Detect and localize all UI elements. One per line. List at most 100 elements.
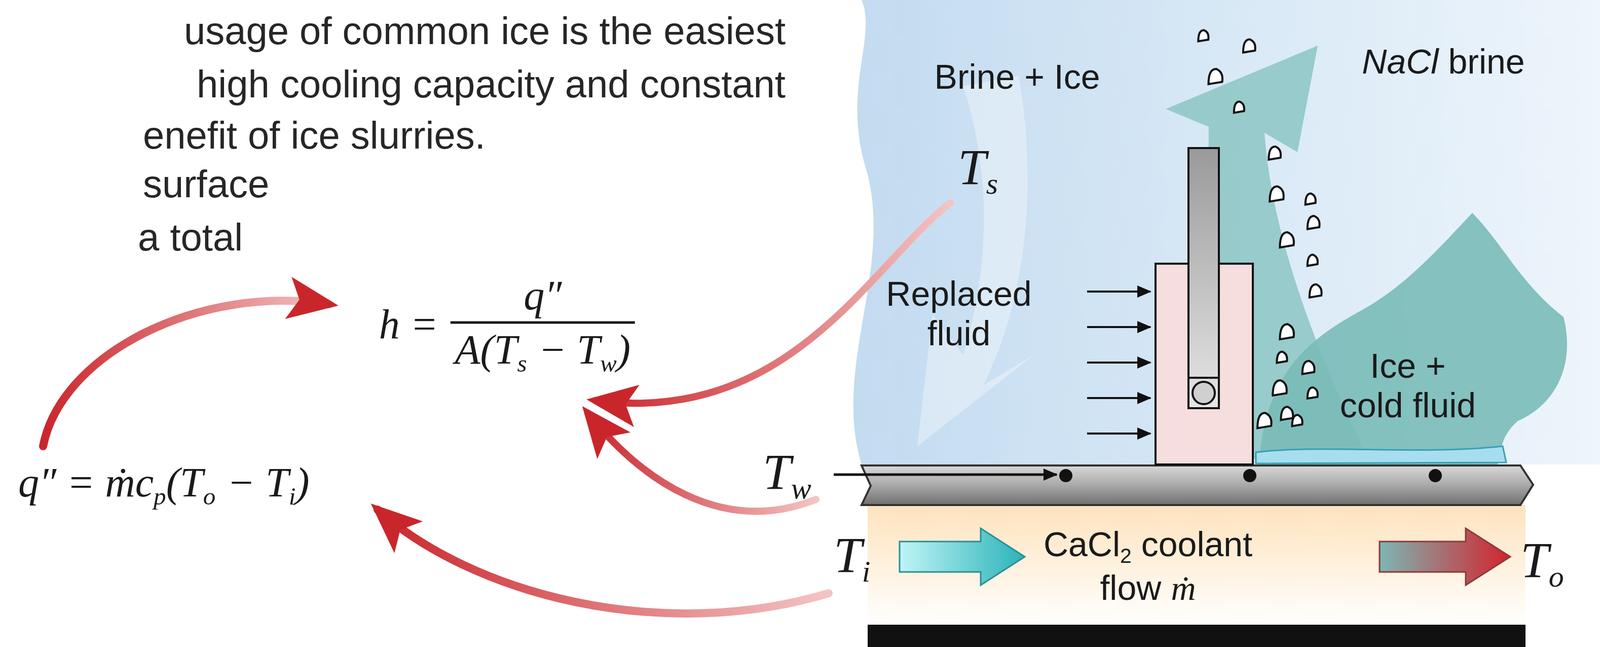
svg-line	[1087, 361, 1151, 364]
ice-particle	[1279, 232, 1294, 248]
label-text: Ice + cold fluid	[1340, 346, 1476, 425]
channel-bottom-wall	[867, 624, 1526, 647]
text-group: usage of common ice is the easiest	[183, 8, 786, 53]
ice-particle	[1276, 351, 1287, 363]
subscript: s	[516, 348, 527, 377]
subscript: 2	[1120, 543, 1132, 568]
ice-particle	[1309, 284, 1322, 298]
ice-particle	[1307, 387, 1318, 399]
subscript: o	[1548, 560, 1565, 594]
text-line: usage of common ice is the easiest	[183, 8, 786, 53]
text-group: CaCl2coolantflowṁ	[1043, 524, 1253, 608]
label-text: coolant	[1141, 524, 1253, 564]
text-line: Ti	[833, 525, 871, 589]
text-line: A(Ts− Tw)	[450, 321, 635, 378]
label-text: )	[295, 459, 310, 506]
label-text: − T	[227, 459, 289, 506]
pusher-rod	[1188, 147, 1219, 408]
thermocouple-dot	[1059, 468, 1073, 482]
ice-particle	[1198, 29, 1209, 42]
water-film	[1255, 445, 1507, 464]
text-line: Brine + Ice	[934, 56, 1101, 97]
text-line: Replaced fluid	[877, 273, 1040, 353]
svg-line	[1087, 290, 1151, 293]
label-text: brine	[1447, 42, 1525, 81]
fraction: q″A(Ts− Tw)	[450, 271, 635, 378]
svg-g	[43, 202, 951, 614]
ice-particle	[1307, 254, 1318, 266]
subscript: w	[600, 348, 617, 377]
text-line: q″	[519, 271, 567, 322]
ice-particle	[1272, 380, 1287, 396]
ice-particle	[1268, 146, 1281, 160]
label-text: Replaced fluid	[885, 274, 1032, 353]
plate	[861, 465, 1534, 505]
ice-particle	[1302, 360, 1315, 375]
ice-particle	[1208, 68, 1223, 85]
brine-region	[853, 0, 1600, 465]
label-text: usage of common ice is the easiest	[183, 9, 786, 53]
subscript: s	[986, 167, 998, 201]
text-group: q″ = ṁcp(To− Ti)	[18, 458, 310, 511]
leader-arrow	[43, 300, 330, 446]
text-group: a total	[137, 214, 243, 259]
label-text: T	[833, 526, 863, 583]
ice-particle	[1257, 412, 1272, 428]
text-line: Ice + cold fluid	[1336, 345, 1479, 425]
label-text: (T	[166, 459, 204, 506]
text-group: NaClbrine	[1361, 41, 1525, 82]
leader-arrow	[377, 509, 829, 614]
label-text: T	[957, 138, 987, 196]
force-arrows	[1087, 291, 1151, 434]
label-text: )	[616, 326, 631, 373]
ice-particle	[1292, 414, 1303, 426]
label-text: − T	[538, 326, 600, 373]
ice-particle	[1269, 185, 1284, 202]
text-line: CaCl2 coolant	[1043, 524, 1253, 568]
text-group: Brine + Ice	[934, 56, 1101, 97]
text-line: flowṁ	[1043, 567, 1253, 608]
text-group: surface	[142, 161, 270, 206]
text-line: high cooling capacity and constant	[196, 61, 786, 106]
text-group: Ts	[957, 137, 998, 202]
text-group: high cooling capacity and constant	[196, 61, 786, 106]
inlet-flow-arrow	[899, 528, 1025, 585]
cold-fluid-region	[1259, 212, 1568, 465]
leader-arrow	[587, 413, 816, 511]
text-line: h =	[379, 300, 439, 349]
label-text: q″	[523, 272, 562, 319]
ice-particle	[1307, 215, 1320, 230]
subscript: i	[862, 554, 871, 589]
subscript: o	[203, 481, 216, 510]
subscript: w	[791, 471, 812, 506]
ice-particle	[1234, 101, 1245, 113]
label-text: ṁ	[1170, 568, 1196, 608]
label-text: T	[762, 443, 792, 500]
ice-particle	[1279, 323, 1294, 340]
label-text: NaCl	[1361, 42, 1439, 81]
text-line: Ts	[957, 137, 998, 202]
ice-particle	[1243, 39, 1256, 53]
svg-line	[1087, 396, 1151, 399]
label-text: a total	[137, 215, 243, 259]
subscript: i	[288, 481, 296, 510]
svg-line	[1087, 432, 1151, 435]
text-line: a total	[137, 214, 243, 259]
text-group: enefit of ice slurries.	[142, 113, 486, 158]
text-line: To	[1520, 530, 1565, 594]
text-line: Tw	[762, 442, 812, 506]
text-group: Tw	[762, 442, 812, 506]
outlet-flow-arrow	[1379, 528, 1511, 585]
label-text: CaCl	[1043, 524, 1121, 564]
tw-pointer	[833, 473, 1057, 476]
label-text: enefit of ice slurries.	[142, 113, 486, 157]
text-line: enefit of ice slurries.	[142, 113, 486, 158]
ice-particle	[1305, 193, 1316, 205]
label-text: surface	[142, 162, 270, 206]
thermocouple-dot	[1243, 468, 1257, 482]
subscript: p	[153, 481, 167, 510]
label-text: h =	[379, 301, 439, 348]
label-text: flow	[1099, 568, 1162, 607]
text-line: NaClbrine	[1361, 41, 1525, 82]
label-text: high cooling capacity and constant	[196, 62, 786, 106]
